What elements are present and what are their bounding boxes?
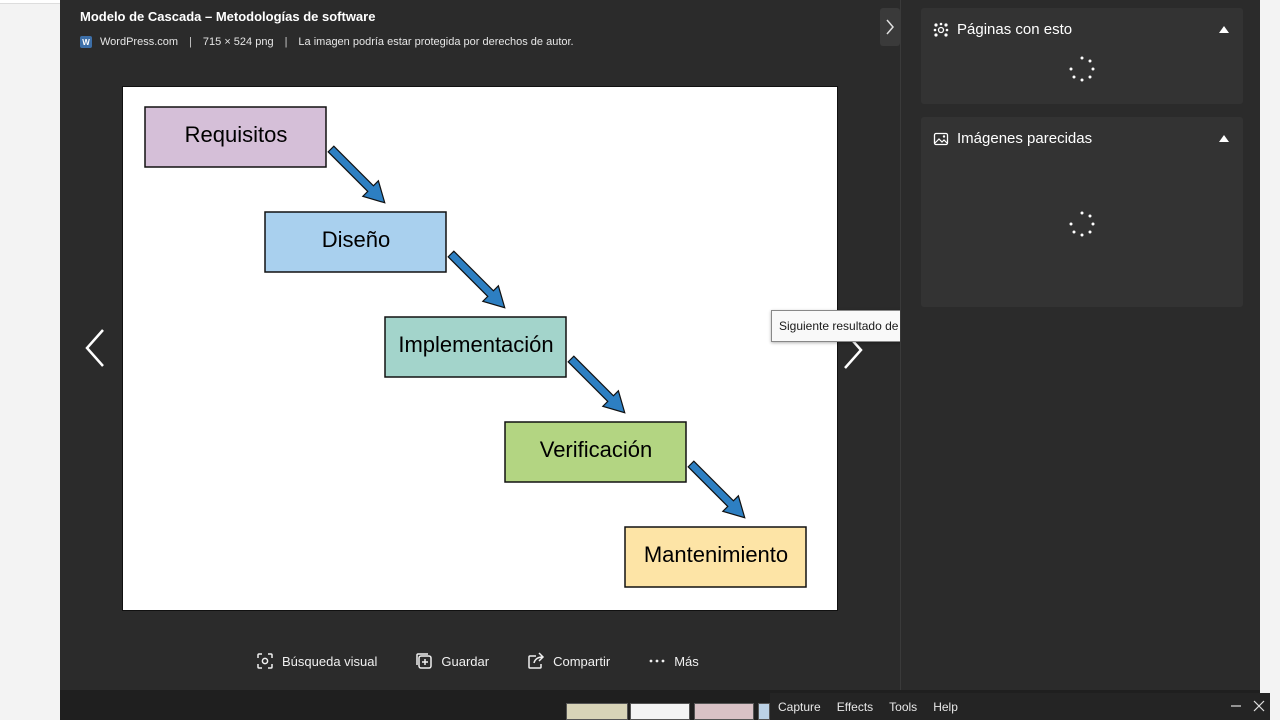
more-label: Más [674, 653, 699, 669]
step-label: Verificación [540, 437, 653, 462]
spinner-icon [1069, 56, 1095, 82]
step-box-diseno [264, 211, 447, 273]
menu-capture[interactable]: Capture [778, 699, 821, 714]
step-box-requisitos [144, 106, 327, 168]
side-panel: Páginas con esto Imágenes parecidas [900, 0, 1260, 690]
wordpress-icon: W [80, 36, 92, 48]
diagram-step: Diseño [264, 211, 447, 273]
step-label: Requisitos [185, 122, 288, 147]
close-icon [1253, 700, 1265, 712]
menu-tools[interactable]: Tools [889, 699, 918, 714]
thumbnail[interactable] [630, 703, 690, 720]
meta-separator: | [189, 36, 192, 48]
image-title: Modelo de Cascada – Metodologías de soft… [80, 9, 376, 24]
thumbnail[interactable] [566, 703, 628, 720]
diagram-step: Mantenimiento [624, 526, 807, 588]
visual-search-label: Búsqueda visual [282, 653, 378, 669]
step-box-implementacion [384, 316, 567, 378]
similar-images-title: Imágenes parecidas [957, 130, 1093, 147]
caret-up-icon[interactable] [1219, 135, 1229, 142]
collapse-panel-button[interactable] [880, 8, 900, 46]
image-meta: W WordPress.com | 715 × 524 png | La ima… [80, 35, 574, 49]
flow-arrow [567, 355, 626, 414]
save-button[interactable]: Guardar [415, 652, 489, 670]
thumbnail[interactable] [694, 703, 754, 720]
step-label: Diseño [322, 227, 390, 252]
chevron-left-icon [85, 329, 104, 367]
waterfall-diagram: Requisitos Diseño Implementación Verific… [144, 106, 807, 588]
chevron-right-icon [886, 19, 894, 35]
pages-with-image-card: Páginas con esto [921, 8, 1243, 104]
minimize-button[interactable] [1228, 698, 1244, 714]
left-background-strip [0, 0, 60, 720]
image-icon [933, 131, 949, 147]
step-box-verificacion [504, 421, 687, 483]
caret-up-icon[interactable] [1219, 26, 1229, 33]
image-dimensions: 715 × 524 png [202, 36, 274, 48]
action-bar: Búsqueda visual Guardar Compartir Más [256, 652, 737, 670]
flow-arrow [327, 145, 386, 204]
similar-images-header[interactable]: Imágenes parecidas [933, 130, 1092, 147]
image-viewer: Modelo de Cascada – Metodologías de soft… [60, 0, 1260, 690]
capture-toolbar: Capture Effects Tools Help [770, 693, 1270, 720]
right-background-strip [1260, 0, 1280, 720]
share-icon [527, 652, 545, 670]
diagram-step: Requisitos [144, 106, 327, 168]
close-button[interactable] [1251, 698, 1267, 714]
save-label: Guardar [441, 653, 490, 669]
pages-icon [933, 22, 949, 38]
minimize-icon [1231, 705, 1241, 707]
pages-with-image-title: Páginas con esto [957, 21, 1073, 38]
copyright-notice: La imagen podría estar protegida por der… [298, 36, 574, 48]
add-collection-icon [415, 652, 433, 670]
flow-arrow [447, 250, 506, 309]
spinner-icon [1069, 211, 1095, 237]
flow-arrow [687, 460, 746, 519]
step-label: Mantenimiento [644, 542, 788, 567]
more-icon [648, 652, 666, 670]
similar-images-card: Imágenes parecidas [921, 117, 1243, 307]
thumbnail[interactable] [758, 703, 770, 720]
source-link[interactable]: WordPress.com [100, 36, 179, 48]
pages-with-image-header[interactable]: Páginas con esto [933, 21, 1072, 38]
diagram-step: Verificación [504, 421, 687, 483]
browser-edge [0, 0, 60, 4]
diagram-step: Implementación [384, 316, 567, 378]
share-button[interactable]: Compartir [527, 652, 610, 670]
main-pane: Modelo de Cascada – Metodologías de soft… [60, 0, 962, 690]
menu-help[interactable]: Help [933, 699, 958, 714]
preview-image[interactable]: Requisitos Diseño Implementación Verific… [122, 86, 838, 611]
step-label: Implementación [398, 332, 553, 357]
more-button[interactable]: Más [648, 652, 699, 670]
step-box-mantenimiento [624, 526, 807, 588]
previous-image-button[interactable] [80, 323, 110, 373]
menu-effects[interactable]: Effects [836, 699, 874, 714]
meta-separator: | [284, 36, 288, 48]
visual-search-icon [256, 652, 274, 670]
share-label: Compartir [553, 653, 611, 669]
visual-search-button[interactable]: Búsqueda visual [256, 652, 377, 670]
